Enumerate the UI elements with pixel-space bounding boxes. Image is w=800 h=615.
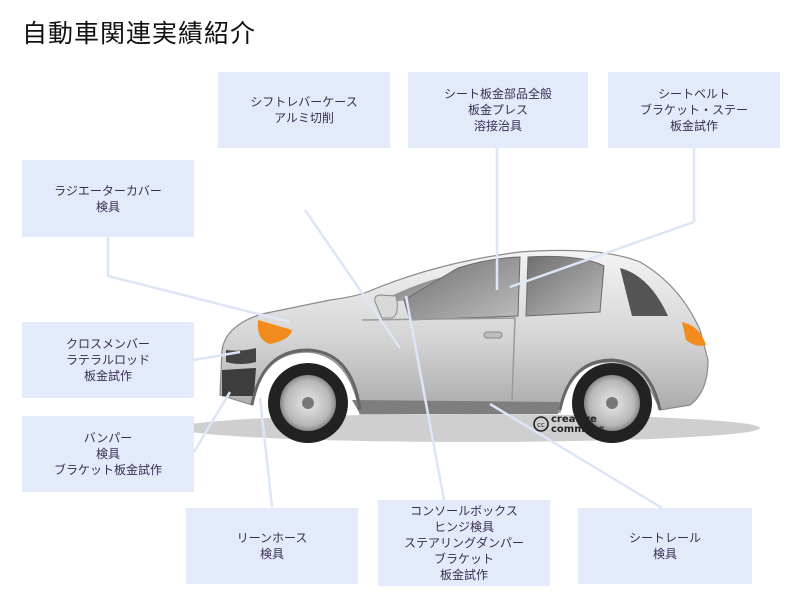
label-radiator: ラジエーターカバー検具	[22, 160, 194, 237]
front-bumper	[222, 368, 256, 396]
label-seat-rail: シートレール検具	[578, 508, 752, 584]
door-handle	[483, 331, 503, 339]
svg-text:commons: commons	[551, 424, 605, 435]
car-shadow	[180, 414, 760, 442]
label-seat-panel: シート板金部品全般板金プレス溶接治具	[408, 72, 588, 148]
rear-side-window	[525, 255, 605, 317]
front-wheel	[268, 363, 348, 443]
label-cross-member: クロスメンバーラテラルロッド板金試作	[22, 322, 194, 398]
label-shift-lever: シフトレバーケースアルミ切削	[218, 72, 390, 148]
headlight	[257, 320, 292, 344]
car-sill	[352, 400, 560, 414]
label-console-box: コンソールボックスヒンジ検具ステアリングダンパーブラケット板金試作	[378, 500, 550, 586]
rear-wheel-arch	[558, 358, 662, 411]
label-bumper: バンパー検具ブラケット板金試作	[22, 416, 194, 492]
rear-light	[682, 322, 706, 346]
label-seatbelt: シートベルトブラケット・ステー板金試作	[608, 72, 780, 148]
page-title: 自動車関連実績紹介	[22, 19, 257, 48]
front-wheel-arch	[250, 348, 362, 411]
svg-text:cc: cc	[537, 421, 545, 429]
label-lean-hose: リーンホース検具	[186, 508, 358, 584]
